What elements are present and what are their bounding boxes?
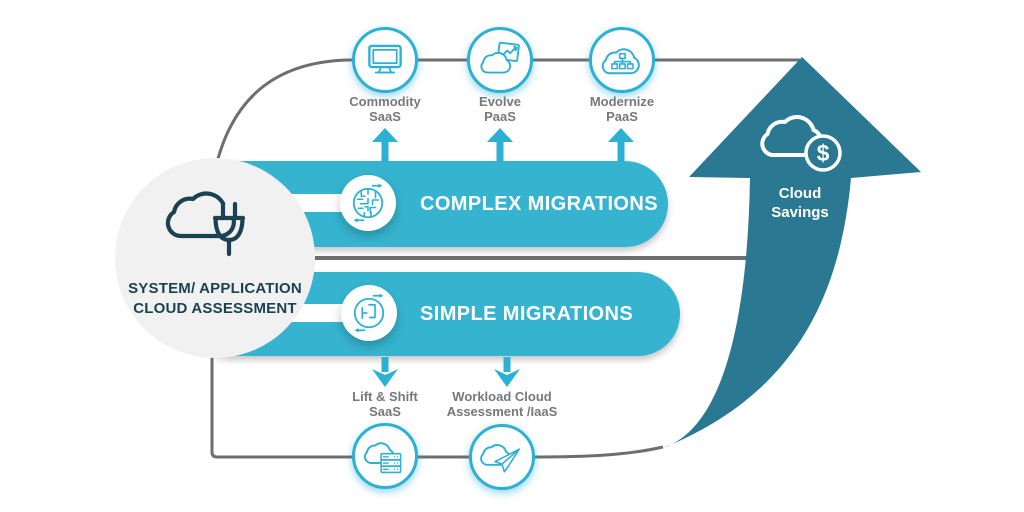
cloud-savings-label: Cloud Savings xyxy=(748,184,852,222)
label-line1: Lift & Shift xyxy=(352,389,418,404)
label-line1: Modernize xyxy=(589,94,655,109)
simple-migrations-node xyxy=(341,285,397,341)
cloud-dollar-icon: $ xyxy=(760,115,842,172)
simple-path-icon xyxy=(353,293,385,333)
assessment-title-line1: SYSTEM/ APPLICATION xyxy=(128,280,302,297)
up-arrow-icon xyxy=(608,128,634,162)
workload-cloud-node xyxy=(469,424,535,490)
cloud-growth-chart-icon xyxy=(480,41,520,74)
cloud-paper-plane-icon xyxy=(480,444,520,473)
evolve-paas-label: Evolve PaaS xyxy=(435,94,565,124)
label-line2: PaaS xyxy=(606,109,638,124)
assessment-title: SYSTEM/ APPLICATION CLOUD ASSESSMENT xyxy=(120,279,310,319)
lift-shift-saas-node xyxy=(352,423,418,489)
savings-line1: Cloud xyxy=(778,185,822,202)
commodity-saas-node xyxy=(352,27,418,93)
workload-cloud-label: Workload Cloud Assessment /IaaS xyxy=(437,389,567,419)
down-arrow-icon xyxy=(372,357,398,387)
up-arrow-icon xyxy=(372,128,398,162)
cloud-server-icon xyxy=(363,442,402,474)
complex-migrations-label: COMPLEX MIGRATIONS xyxy=(420,192,658,215)
cloud-plug-icon xyxy=(165,191,246,257)
top-connector-line xyxy=(212,58,800,176)
cloud-savings-arrow xyxy=(663,57,921,448)
label-line2: Assessment /IaaS xyxy=(446,404,558,419)
modernize-paas-node xyxy=(589,27,655,93)
modernize-paas-label: Modernize PaaS xyxy=(557,94,687,124)
savings-line2: Savings xyxy=(771,204,829,221)
label-line2: SaaS xyxy=(369,404,401,419)
dollar-glyph: $ xyxy=(817,140,830,166)
label-line1: Evolve xyxy=(479,94,521,109)
evolve-paas-node xyxy=(467,27,533,93)
complex-migrations-node xyxy=(340,175,396,231)
up-arrow-icon xyxy=(487,128,513,162)
label-line2: SaaS xyxy=(369,109,401,124)
label-line1: Commodity xyxy=(349,94,421,109)
label-line1: Workload Cloud xyxy=(452,389,552,404)
assessment-title-line2: CLOUD ASSESSMENT xyxy=(133,300,297,317)
commodity-saas-label: Commodity SaaS xyxy=(320,94,450,124)
down-arrow-icon xyxy=(494,357,520,387)
cloud-network-icon xyxy=(601,48,640,75)
lift-shift-saas-label: Lift & Shift SaaS xyxy=(320,389,450,419)
label-line2: PaaS xyxy=(484,109,516,124)
maze-icon xyxy=(352,183,384,223)
monitor-icon xyxy=(368,44,402,74)
simple-migrations-label: SIMPLE MIGRATIONS xyxy=(420,302,634,325)
assessment-circle xyxy=(115,158,315,358)
